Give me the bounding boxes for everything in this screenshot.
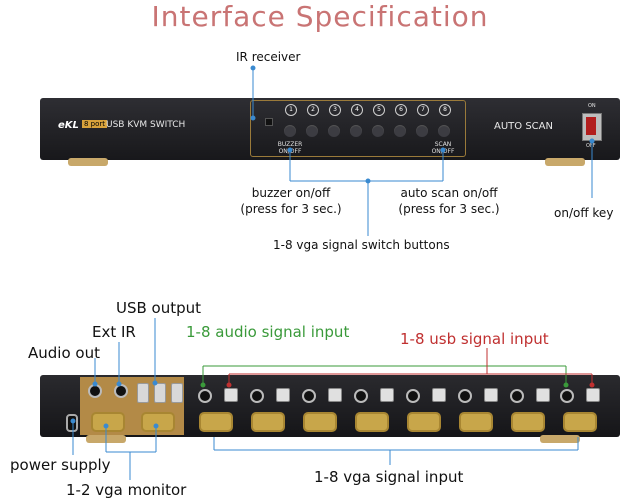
port-button-7[interactable] — [416, 125, 428, 137]
port-number-6: 6 — [395, 104, 407, 116]
rear-foot-right — [540, 435, 580, 443]
port-number-2: 2 — [307, 104, 319, 116]
page-title: Interface Specification — [151, 0, 489, 33]
usb-output-port-2[interactable] — [154, 383, 166, 403]
brand-logo: eKL — [58, 120, 79, 131]
vga-input-port-4[interactable] — [355, 412, 389, 432]
power-off-label: OFF — [586, 143, 596, 149]
vga-input-port-5[interactable] — [407, 412, 441, 432]
usb-input-port-3[interactable] — [328, 388, 342, 402]
usb-input-port-8[interactable] — [586, 388, 600, 402]
vga-monitor-callout: 1-2 vga monitor — [66, 481, 187, 499]
power-rocker — [586, 117, 596, 135]
port-number-3: 3 — [329, 104, 341, 116]
vga-input-port-6[interactable] — [459, 412, 493, 432]
audio-input-jack-1[interactable] — [198, 389, 212, 403]
power-supply-callout: power supply — [10, 456, 111, 474]
ext-ir-callout: Ext IR — [92, 323, 136, 341]
ir-receiver-window — [265, 118, 273, 126]
port-button-5[interactable] — [372, 125, 384, 137]
vga-input-port-1[interactable] — [199, 412, 233, 432]
auto-scan-label: AUTO SCAN — [494, 121, 553, 132]
switch-buttons-callout: 1-8 vga signal switch buttons — [273, 238, 450, 252]
front-foot-right — [545, 158, 585, 166]
audio-input-jack-8[interactable] — [560, 389, 574, 403]
port-button-8[interactable] — [438, 125, 450, 137]
port-number-4: 4 — [351, 104, 363, 116]
audio-input-jack-7[interactable] — [510, 389, 524, 403]
usb-output-port-1[interactable] — [137, 383, 149, 403]
port-button-1[interactable] — [284, 125, 296, 137]
vga-input-port-3[interactable] — [303, 412, 337, 432]
scan-callout-line1: auto scan on/off — [400, 186, 498, 200]
port-number-7: 7 — [417, 104, 429, 116]
audio-input-jack-3[interactable] — [302, 389, 316, 403]
audio-input-jack-5[interactable] — [406, 389, 420, 403]
port-button-4[interactable] — [350, 125, 362, 137]
usb-input-port-7[interactable] — [536, 388, 550, 402]
buzzer-callout-line1: buzzer on/off — [251, 186, 331, 200]
front-foot-left — [68, 158, 108, 166]
vga-monitor-port-2[interactable] — [141, 412, 175, 432]
usb-input-port-1[interactable] — [224, 388, 238, 402]
scan-callout-line2: (press for 3 sec.) — [398, 202, 500, 216]
vga-input-callout: 1-8 vga signal input — [314, 468, 464, 486]
vga-input-port-8[interactable] — [563, 412, 597, 432]
audio-input-jack-2[interactable] — [250, 389, 264, 403]
power-on-label: ON — [588, 103, 596, 109]
port-number-1: 1 — [285, 104, 297, 116]
port-number-5: 5 — [373, 104, 385, 116]
vga-monitor-port-1[interactable] — [91, 412, 125, 432]
usb-output-port-3[interactable] — [171, 383, 183, 403]
audio-input-jack-6[interactable] — [458, 389, 472, 403]
button-panel — [250, 100, 466, 157]
usb-input-port-2[interactable] — [276, 388, 290, 402]
audio-input-callout: 1-8 audio signal input — [186, 323, 350, 341]
usb-output-callout: USB output — [116, 299, 202, 317]
ir-receiver-callout: IR receiver — [236, 50, 301, 64]
port-button-3[interactable] — [328, 125, 340, 137]
port-count-badge: 8 port — [82, 120, 108, 128]
port-button-6[interactable] — [394, 125, 406, 137]
buzzer-callout-line2: (press for 3 sec.) — [240, 202, 342, 216]
audio-input-jack-4[interactable] — [354, 389, 368, 403]
port-button-2[interactable] — [306, 125, 318, 137]
model-label: USB KVM SWITCH — [106, 120, 186, 130]
vga-input-port-7[interactable] — [511, 412, 545, 432]
usb-input-port-5[interactable] — [432, 388, 446, 402]
usb-input-callout: 1-8 usb signal input — [400, 330, 549, 348]
onoff-key-callout: on/off key — [554, 206, 614, 220]
audio-out-callout: Audio out — [28, 344, 100, 362]
usb-input-port-6[interactable] — [484, 388, 498, 402]
usb-input-port-4[interactable] — [380, 388, 394, 402]
vga-input-port-2[interactable] — [251, 412, 285, 432]
port-number-8: 8 — [439, 104, 451, 116]
